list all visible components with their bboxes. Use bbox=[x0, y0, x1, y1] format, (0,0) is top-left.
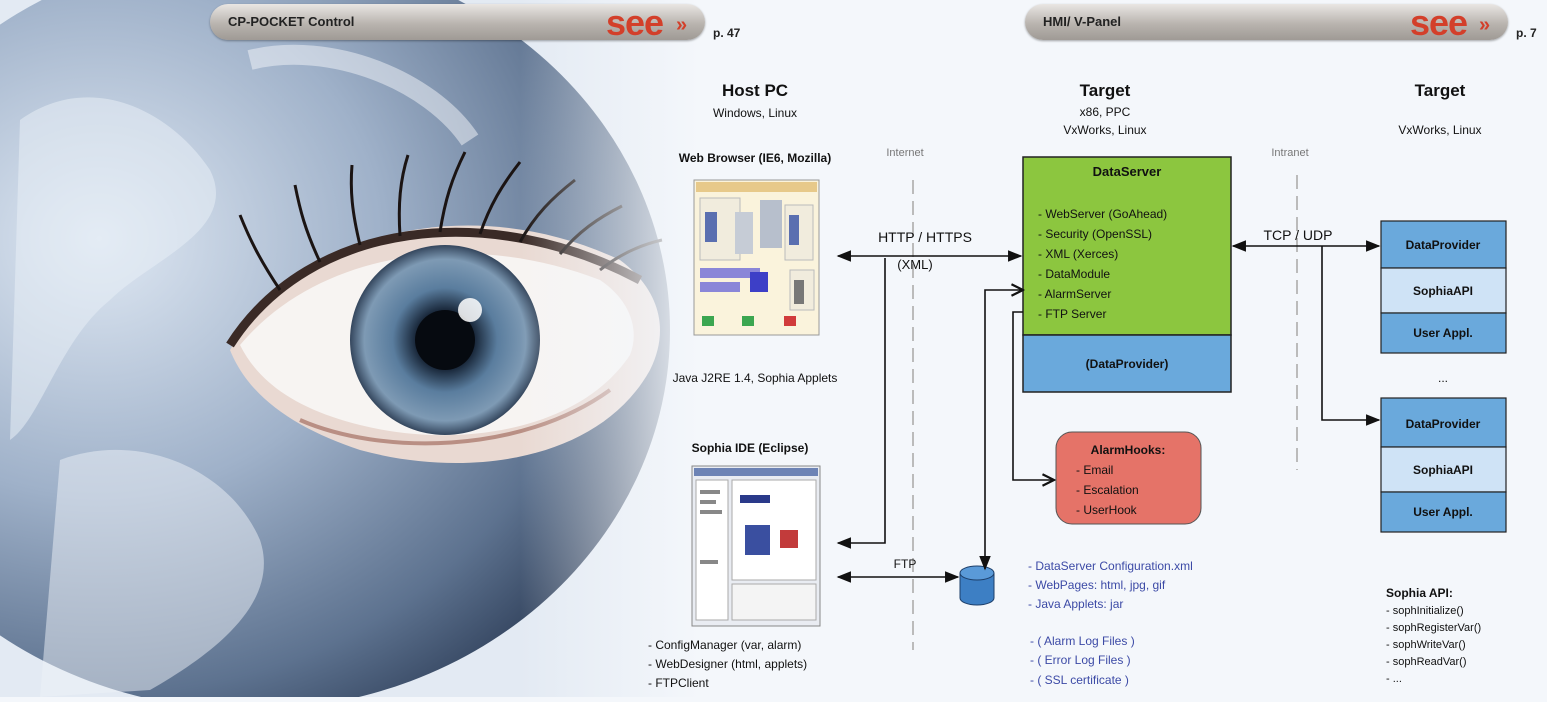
target-mid-title: Target bbox=[1080, 81, 1131, 100]
target-mid-os: VxWorks, Linux bbox=[1063, 123, 1146, 137]
cp-pocket-banner[interactable]: CP-POCKET Control see » bbox=[210, 2, 705, 43]
dataserver-item-5: - AlarmServer bbox=[1038, 287, 1111, 301]
stack2-sophiaapi: SophiaAPI bbox=[1413, 463, 1473, 477]
tcp-label: TCP / UDP bbox=[1264, 227, 1333, 243]
ide-screenshot-image bbox=[691, 465, 821, 627]
tcp-branch-arrow bbox=[1321, 246, 1381, 426]
sophia-api-item-1: - sophInitialize() bbox=[1386, 605, 1464, 617]
dataserver-title: DataServer bbox=[1093, 164, 1162, 179]
dataprovider-mid-label: (DataProvider) bbox=[1086, 357, 1169, 371]
see-link-text: see bbox=[606, 2, 664, 43]
ide-tool-2: - WebDesigner (html, applets) bbox=[648, 657, 807, 671]
host-pc-column: Host PC Windows, Linux Web Browser (IE6,… bbox=[648, 81, 837, 690]
target-right-os: VxWorks, Linux bbox=[1398, 123, 1481, 137]
connectors bbox=[836, 240, 1381, 583]
stack1-user-appl: User Appl. bbox=[1413, 326, 1473, 340]
host-title: Host PC bbox=[722, 81, 788, 100]
provider-stack-1: DataProvider SophiaAPI User Appl. bbox=[1380, 220, 1507, 354]
config-file-3: - Java Applets: jar bbox=[1028, 597, 1123, 611]
stack1-dataprovider: DataProvider bbox=[1406, 238, 1481, 252]
dataprovider-box-mid: (DataProvider) bbox=[1022, 334, 1232, 393]
xml-label: (XML) bbox=[897, 257, 932, 272]
hmi-vpanel-banner[interactable]: HMI/ V-Panel see » bbox=[1025, 2, 1508, 43]
xml-to-ide-arrow bbox=[836, 258, 886, 549]
see-arrows-icon: » bbox=[676, 14, 688, 36]
ide-label: Sophia IDE (Eclipse) bbox=[692, 441, 809, 455]
dataserver-box: DataServer - WebServer (GoAhead) - Secur… bbox=[1022, 156, 1232, 336]
dataserver-item-4: - DataModule bbox=[1038, 267, 1110, 281]
browser-sublabel: Java J2RE 1.4, Sophia Applets bbox=[673, 371, 838, 385]
dataserver-item-1: - WebServer (GoAhead) bbox=[1038, 207, 1167, 221]
db-to-dataserver-arrow bbox=[985, 290, 1023, 569]
stack2-user-appl: User Appl. bbox=[1413, 505, 1473, 519]
sophia-api-item-5: - ... bbox=[1386, 673, 1402, 685]
dataserver-item-3: - XML (Xerces) bbox=[1038, 247, 1118, 261]
log-file-2: - ( Error Log Files ) bbox=[1030, 653, 1131, 667]
provider-stack-2: DataProvider SophiaAPI User Appl. bbox=[1380, 397, 1507, 533]
alarmhooks-item-3: - UserHook bbox=[1076, 503, 1138, 517]
browser-label: Web Browser (IE6, Mozilla) bbox=[679, 151, 831, 165]
target-mid-arch: x86, PPC bbox=[1080, 105, 1131, 119]
ide-tool-3: - FTPClient bbox=[648, 676, 709, 690]
host-os: Windows, Linux bbox=[713, 106, 797, 120]
stack2-dataprovider: DataProvider bbox=[1406, 417, 1481, 431]
intranet-label: Intranet bbox=[1271, 147, 1308, 159]
ftp-label: FTP bbox=[894, 557, 917, 571]
hmi-vpanel-label: HMI/ V-Panel bbox=[1043, 14, 1122, 29]
stack1-sophiaapi: SophiaAPI bbox=[1413, 284, 1473, 298]
database-icon bbox=[959, 565, 995, 606]
config-file-1: - DataServer Configuration.xml bbox=[1028, 559, 1193, 573]
http-label: HTTP / HTTPS bbox=[878, 229, 972, 245]
alarmhooks-item-2: - Escalation bbox=[1076, 483, 1139, 497]
sophia-api-item-2: - sophRegisterVar() bbox=[1386, 622, 1481, 634]
dataserver-item-2: - Security (OpenSSL) bbox=[1038, 227, 1152, 241]
sophia-api-item-4: - sophReadVar() bbox=[1386, 656, 1467, 668]
alarmhooks-title: AlarmHooks: bbox=[1091, 443, 1166, 457]
internet-label: Internet bbox=[886, 147, 923, 159]
dataserver-item-6: - FTP Server bbox=[1038, 307, 1106, 321]
see-link-text: see bbox=[1410, 2, 1468, 43]
globe-eye-illustration bbox=[0, 0, 700, 702]
target-right-title: Target bbox=[1415, 81, 1466, 100]
browser-screenshot-image bbox=[693, 179, 820, 336]
cp-pocket-page-ref[interactable]: p. 47 bbox=[713, 26, 741, 40]
alarm-branch-arrow bbox=[1012, 311, 1054, 480]
cp-pocket-label: CP-POCKET Control bbox=[228, 14, 355, 29]
config-file-2: - WebPages: html, jpg, gif bbox=[1028, 578, 1166, 592]
log-file-1: - ( Alarm Log Files ) bbox=[1030, 634, 1135, 648]
see-arrows-icon: » bbox=[1479, 14, 1491, 36]
hmi-vpanel-page-ref[interactable]: p. 7 bbox=[1516, 26, 1537, 40]
log-file-3: - ( SSL certificate ) bbox=[1030, 673, 1129, 687]
stack-ellipsis: ... bbox=[1438, 371, 1448, 385]
alarmhooks-item-1: - Email bbox=[1076, 463, 1113, 477]
sophia-api-title: Sophia API: bbox=[1386, 586, 1453, 600]
sophia-api-item-3: - sophWriteVar() bbox=[1386, 639, 1466, 651]
ide-tool-1: - ConfigManager (var, alarm) bbox=[648, 638, 801, 652]
alarmhooks-box: AlarmHooks: - Email - Escalation - UserH… bbox=[1055, 431, 1202, 525]
